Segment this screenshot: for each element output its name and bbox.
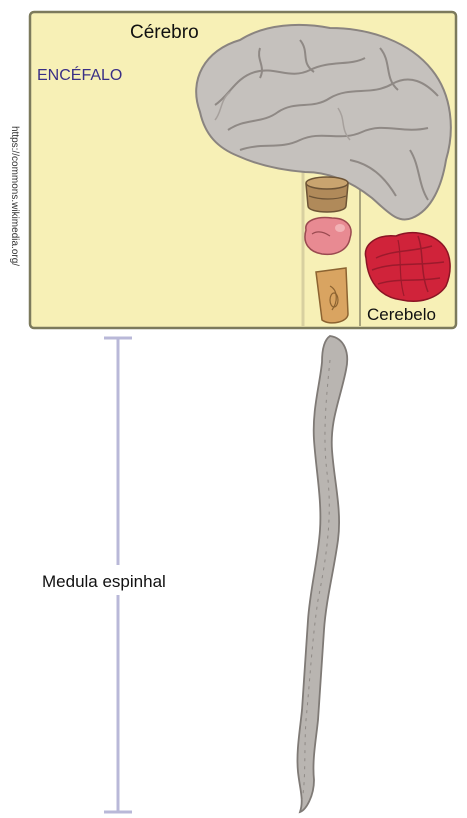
medulla-oblongata-illustration <box>316 268 348 323</box>
pons-illustration <box>305 218 351 255</box>
credit-url: https://commons.wikimedia.org/ <box>9 126 20 266</box>
label-encefalo: ENCÉFALO <box>37 65 122 84</box>
label-cerebro: Cérebro <box>130 22 199 43</box>
label-cerebelo: Cerebelo <box>367 305 436 324</box>
spinal-cord-illustration <box>297 336 347 812</box>
midbrain-illustration <box>306 177 348 212</box>
label-medula-espinhal: Medula espinhal <box>42 572 166 591</box>
